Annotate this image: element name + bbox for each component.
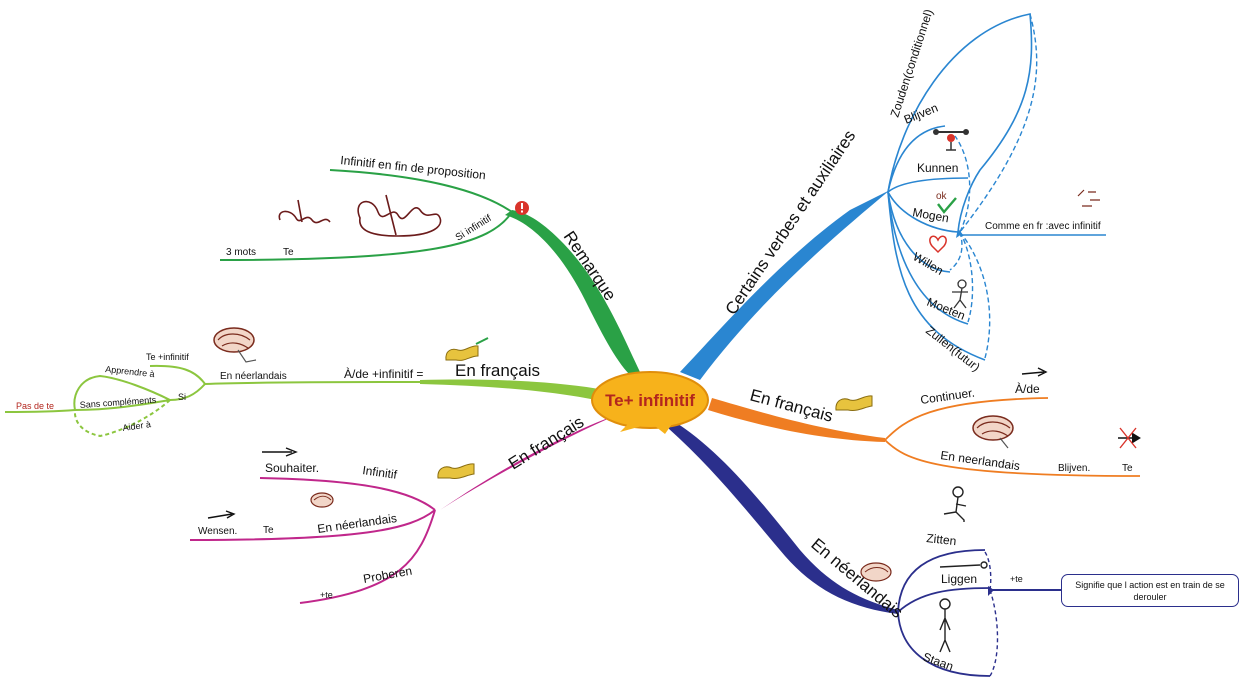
aux-verb-5: Willen <box>911 249 946 277</box>
fr-bottom-nl: En néerlandais <box>316 511 397 536</box>
lying-stickman-icon <box>939 561 988 569</box>
fr-left-aider: Aider à <box>122 419 152 433</box>
fr-right-a-de: À/de <box>1015 381 1040 396</box>
aux-verb-line-7 <box>887 191 986 361</box>
aux-dash-3 <box>959 231 991 359</box>
aux-verb-4: Mogen <box>911 205 950 225</box>
aux-dash-2 <box>959 231 974 323</box>
nl-liggen: Liggen <box>941 572 977 586</box>
nl-line-staan <box>897 611 991 677</box>
exclamation-icon <box>515 201 529 215</box>
fr-left-branch <box>420 379 605 402</box>
crossed-arrow-icon <box>1118 427 1141 449</box>
fr-left-subline-6 <box>4 409 76 413</box>
remarque-sub-1: 3 mots <box>226 247 256 258</box>
fr-bottom-wensen: Wensen. <box>198 526 237 537</box>
remarque-branch <box>505 210 640 375</box>
fr-left-si: Si <box>178 392 186 402</box>
fr-left-apprendre: Apprendre à <box>105 364 155 379</box>
fr-right-te: Te <box>1122 463 1133 474</box>
fr-left-pas: Pas de te <box>16 401 54 411</box>
aux-verb-line-1-dash <box>959 13 1038 233</box>
remarque-sub-2: Te <box>283 247 294 258</box>
fr-bottom-line-2 <box>189 509 436 541</box>
brain-icon <box>213 327 257 363</box>
stickman-icon <box>943 486 967 522</box>
aux-verb-7: Zullen(futur) <box>923 323 983 374</box>
fr-left-line <box>204 381 421 385</box>
center-title: Te+ infinitif <box>605 391 695 410</box>
fr-bottom-proberen: Proberen <box>362 564 413 586</box>
nl-dash-1 <box>984 551 992 591</box>
nl-zitten: Zitten <box>926 531 957 548</box>
brain-icon-2 <box>310 492 334 508</box>
remarque-line-2 <box>219 211 513 261</box>
handwriting-icon-2 <box>1077 189 1100 207</box>
flag-icon <box>445 345 479 361</box>
standing-stickman-icon <box>939 598 951 653</box>
nl-staan: Staan <box>921 650 955 674</box>
fr-right-nl: En neerlandais <box>940 448 1021 473</box>
fr-left-subline-1 <box>149 364 206 385</box>
aux-star-icon <box>956 228 962 238</box>
aux-verb-line-6 <box>887 191 969 325</box>
fr-bottom-infinitif: Infinitif <box>362 463 399 482</box>
nl-dash-2 <box>989 589 999 677</box>
nl-line-zitten <box>897 549 986 613</box>
fr-left-te-inf: Te +infinitif <box>146 352 189 362</box>
ok-icon: ok <box>936 191 948 202</box>
nl-plus-te: +te <box>1010 574 1023 584</box>
moeten-figure-icon <box>952 279 968 309</box>
aux-verb-line-2 <box>887 125 946 193</box>
fr-bottom-souhaiter: Souhaiter. <box>265 461 319 475</box>
fr-left-subline-5 <box>73 399 171 438</box>
fr-bottom-label: En français <box>505 412 587 473</box>
brain-icon-4 <box>860 562 892 582</box>
flag-icon-2 <box>475 337 489 345</box>
fr-bottom-plus-te: +te <box>320 590 333 600</box>
nl-line-liggen <box>897 587 991 613</box>
fr-bottom-line-3 <box>299 509 436 604</box>
weightlifter-icon <box>933 129 969 151</box>
aux-dash-4 <box>949 231 963 271</box>
aux-dash-1 <box>954 135 971 233</box>
aux-verb-6: Moeten <box>925 295 967 323</box>
aux-verb-line-4 <box>887 191 959 233</box>
fr-left-pre: À/de +infinitif = <box>344 366 423 381</box>
fr-right-line-1 <box>884 397 1049 441</box>
nl-bottom-branch <box>668 420 898 614</box>
aux-verb-line-1 <box>887 13 1033 233</box>
nl-callout-box: Signifie que l action est en train de se… <box>1061 574 1239 607</box>
arrow-icon <box>207 447 298 519</box>
handwriting-icon <box>278 194 442 237</box>
arrow-icon-2 <box>1021 367 1048 377</box>
center-node[interactable]: Te+ infinitif <box>591 371 709 434</box>
fr-left-nl: En néerlandais <box>220 371 287 382</box>
fr-right-line-2 <box>884 439 1141 477</box>
heart-icon <box>929 235 947 254</box>
aux-verb-2: Blijven <box>902 101 940 127</box>
fr-left-subline-4 <box>74 399 171 411</box>
check-icon <box>937 197 957 214</box>
fr-left-subline-2 <box>169 383 206 401</box>
brain-icon-3 <box>972 415 1014 449</box>
remarque-line-1 <box>329 169 513 213</box>
fr-left-subline-3 <box>73 374 171 411</box>
nl-star-icon <box>988 586 994 596</box>
fr-bottom-line-1 <box>259 477 436 511</box>
aux-verb-line-3 <box>887 177 969 193</box>
fr-right-blijven: Blijven. <box>1058 463 1090 474</box>
aux-verb-line-5 <box>887 191 951 273</box>
fr-right-branch <box>708 398 885 442</box>
aux-note: Comme en fr :avec infinitif <box>985 221 1101 232</box>
fr-bottom-te: Te <box>263 525 274 536</box>
aux-verb-3: Kunnen <box>917 161 958 175</box>
flag-icon-3 <box>437 463 475 479</box>
aux-branch <box>680 190 890 380</box>
fr-left-label: En français <box>455 361 540 380</box>
flag-icon-4 <box>835 395 873 411</box>
